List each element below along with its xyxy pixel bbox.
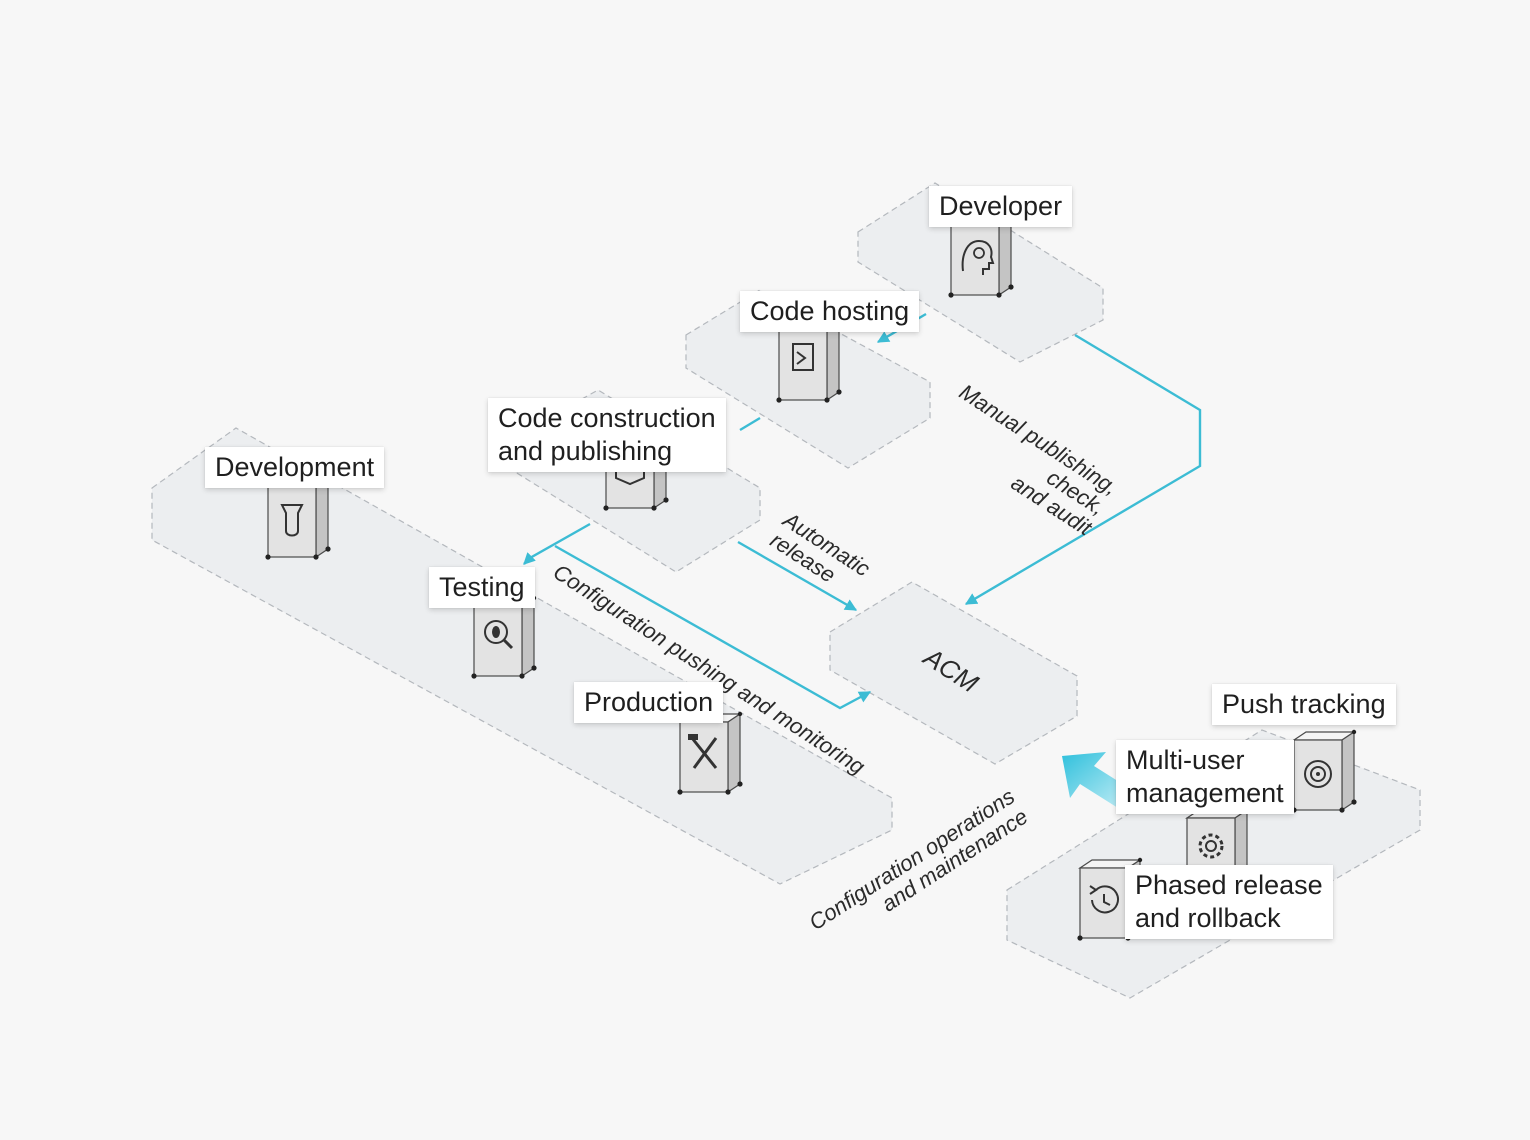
server-developer [947, 214, 1015, 299]
node-testing: Testing [429, 567, 535, 608]
phased-release-label-line-1: Phased release [1135, 870, 1323, 900]
server-phased-release [1076, 857, 1144, 942]
flow-config-pushing [554, 544, 872, 710]
multi-user-label-line-2: management [1126, 778, 1284, 808]
flow-config-operations-arrow [1062, 752, 1132, 808]
node-developer: Developer [929, 186, 1073, 227]
node-code-hosting: Code hosting [740, 291, 920, 332]
gear-icon [1198, 833, 1224, 859]
production-label: Production [584, 687, 714, 717]
node-development: Development [205, 447, 385, 488]
code-file-icon [792, 343, 814, 371]
target-icon [1304, 760, 1332, 788]
flow-hosting-to-construction [739, 416, 761, 432]
flow-construction-to-testing [523, 522, 591, 565]
server-multi-user [1183, 807, 1251, 892]
node-phased-release: Phased release and rollback [1125, 865, 1333, 939]
phased-release-label-line-2: and rollback [1135, 903, 1281, 933]
code-hosting-label: Code hosting [750, 296, 910, 326]
flow-manual-publishing [964, 333, 1202, 606]
scroll-icon [280, 504, 304, 537]
node-production: Production [574, 682, 724, 723]
head-gear-icon [961, 239, 995, 275]
server-push-tracking [1290, 729, 1358, 814]
node-code-construction: Code construction and publishing [488, 398, 726, 472]
developer-label: Developer [939, 191, 1063, 221]
push-tracking-label: Push tracking [1222, 689, 1386, 719]
server-code-hosting [775, 319, 843, 404]
rollback-clock-icon [1089, 885, 1119, 914]
server-development [264, 476, 332, 561]
code-construction-label-line-2: and publishing [498, 436, 673, 466]
flow-automatic-release [737, 540, 858, 612]
node-push-tracking: Push tracking [1212, 684, 1396, 725]
server-testing [470, 595, 538, 680]
node-multi-user: Multi-user management [1116, 740, 1294, 814]
testing-label: Testing [439, 572, 525, 602]
hammer-wrench-icon [688, 734, 718, 769]
multi-user-label-line-1: Multi-user [1126, 745, 1245, 775]
platform-acm [829, 581, 1078, 765]
server-production [676, 711, 744, 796]
development-label: Development [215, 452, 375, 482]
bug-search-icon [484, 620, 514, 650]
code-construction-label-line-1: Code construction [498, 403, 716, 433]
